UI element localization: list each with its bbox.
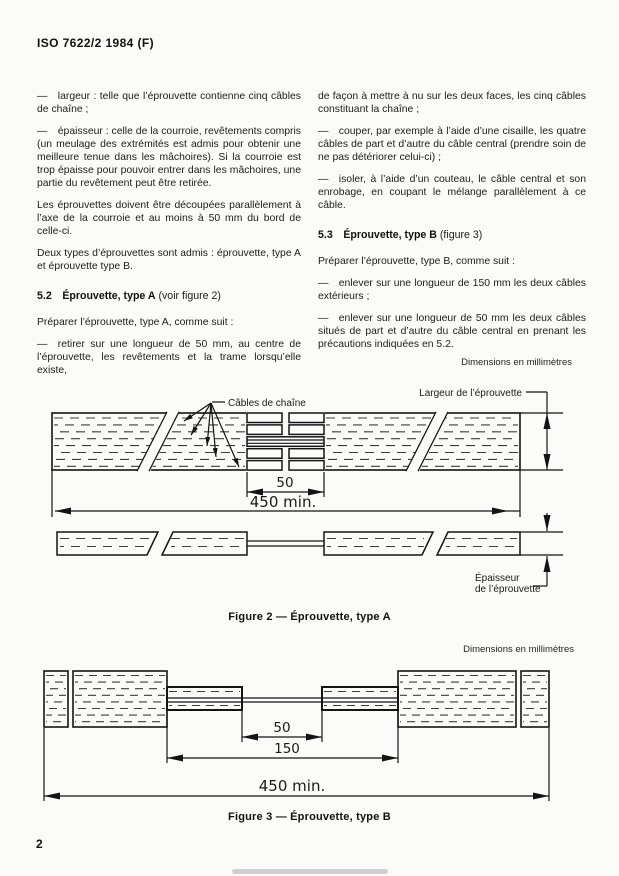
figure3-dimensions-note: Dimensions en millimètres [463,644,574,655]
break-band-right [406,411,449,472]
text-column-right: de façon à mettre à nu sur les deux face… [318,90,586,360]
figure3-caption: Figure 3 — Éprouvette, type B [228,811,391,823]
cables-label: Câbles de chaîne [228,398,306,409]
largeur-label: Largeur de l’éprouvette [419,388,522,399]
figure2-caption: Figure 2 — Éprouvette, type A [228,611,391,623]
paragraph: Préparer l’éprouvette, type A, comme sui… [37,317,234,328]
exposed-cables [246,412,325,471]
paragraph: Deux types d’éprouvettes sont admis : ép… [37,248,301,272]
section-heading: 5.3 Éprouvette, type B (figure 3) [318,229,483,241]
figure3-drawing: 50 150 450 min. [43,670,550,801]
dim-450-value: 450 min. [259,777,325,795]
paragraph: — largeur : telle que l’éprouvette conti… [37,91,301,115]
paragraph: — isoler, à l’aide d’un couteau, le câbl… [318,174,586,211]
svg-text:de l’éprouvette: de l’éprouvette [475,584,541,595]
cables-leader-arrows [183,402,240,468]
break-band-left [137,411,180,472]
paragraph: Les éprouvettes doivent être découpées p… [37,200,301,237]
paragraph: — retirer sur une longueur de 50 mm, au … [37,339,301,376]
paragraph: — couper, par exemple à l’aide d’une cis… [318,126,586,163]
dim-50-value: 50 [273,720,290,736]
document-reference: ISO 7622/2 1984 (F) [37,36,154,50]
text-column-left: — largeur : telle que l’éprouvette conti… [37,90,301,386]
figure2-dimensions-note: Dimensions en millimètres [461,357,572,368]
epaisseur-label: Épaisseur [475,571,520,584]
paragraph: — enlever sur une longueur de 50 mm les … [318,313,586,350]
central-cable [246,436,325,448]
belt-edge-view [56,531,521,556]
paragraph: Préparer l’éprouvette, type B, comme sui… [318,256,515,267]
section-heading: 5.2 Éprouvette, type A (voir figure 2) [37,290,221,302]
specimen-blocks [43,670,550,728]
scan-artifact-bar [232,869,388,874]
dim-150-value: 150 [274,741,300,757]
paragraph: — enlever sur une longueur de 150 mm les… [318,278,586,302]
paragraph: — épaisseur : celle de la courroie, revê… [37,126,301,189]
dim-50-value: 50 [276,475,293,491]
paragraph: de façon à mettre à nu sur les deux face… [318,91,586,115]
figure2-drawing: Câbles de chaîne Largeur de l’éprouvette… [51,388,563,595]
dim-450-value: 450 min. [250,493,316,511]
page-number: 2 [36,837,43,851]
